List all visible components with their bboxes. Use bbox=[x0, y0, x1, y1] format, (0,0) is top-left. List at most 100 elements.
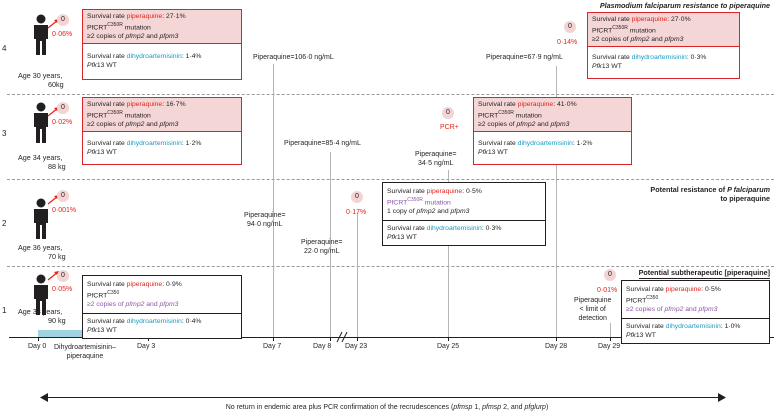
parasitaemia: 0·02% bbox=[52, 119, 73, 126]
dihydroartemisinin-panel: Survival rate dihydroartemisinin: 1·4% P… bbox=[83, 44, 241, 79]
footnote-text: ) bbox=[545, 404, 549, 411]
text: : 27·0% bbox=[667, 16, 691, 23]
day-line-day7 bbox=[273, 64, 274, 337]
susceptibility-box: Survival rate piperaquine: 16·7% PfCRTC3… bbox=[82, 97, 242, 166]
gene-text: pfpm3 bbox=[550, 121, 570, 129]
text: PfCRT bbox=[626, 297, 647, 305]
piperaquine-text: piperaquine bbox=[126, 281, 163, 288]
text: Survival rate bbox=[478, 101, 518, 108]
gene-text: pfmsp bbox=[453, 404, 473, 411]
text: mutation bbox=[122, 24, 151, 32]
gene-text: pfmp2 bbox=[125, 301, 145, 309]
weight-text: 88 kg bbox=[48, 162, 66, 171]
text: mutation bbox=[122, 112, 151, 120]
day-label: Day 8 bbox=[313, 343, 332, 350]
age-text: Age 30 years, bbox=[18, 71, 63, 80]
parasitaemia: 0·001% bbox=[52, 207, 77, 214]
gene-text: Pfk bbox=[626, 332, 636, 340]
dihydroartemisinin-text: dihydroartemisinin bbox=[517, 140, 573, 148]
pip-line: 22·0 ng/mL bbox=[304, 248, 340, 255]
gene-text: Pfk bbox=[592, 63, 602, 71]
mutation-sup: C350 bbox=[646, 295, 659, 301]
axis-tick bbox=[330, 337, 331, 341]
lane-divider bbox=[7, 179, 774, 180]
susceptibility-box: Survival rate piperaquine: 27·1% PfCRTC3… bbox=[82, 9, 242, 81]
piperaquine-level: Piperaquine=85·4 ng/mL bbox=[284, 140, 361, 147]
text: : 27·1% bbox=[162, 13, 186, 20]
label-text: to piperaquine bbox=[720, 194, 770, 203]
person-icon bbox=[34, 14, 48, 55]
day-line-day28 bbox=[556, 66, 557, 337]
lane-number-1: 1 bbox=[2, 306, 7, 315]
copies-text: ≥2 copies of bbox=[626, 306, 665, 314]
day-label: Day 3 bbox=[137, 343, 156, 350]
dihydroartemisinin-text: dihydroartemisinin bbox=[665, 323, 721, 331]
copies-text: ≥2 copies of bbox=[87, 301, 126, 309]
parasite-circle: 0 bbox=[57, 270, 69, 282]
footnote: No return in endemic area plus PCR confi… bbox=[0, 404, 774, 411]
text: Survival rate bbox=[387, 225, 427, 233]
text: PfCRT bbox=[87, 112, 108, 120]
dihydroartemisinin-text: dihydroartemisinin bbox=[631, 54, 687, 62]
recurrence-box: Survival rate piperaquine: 41·0% PfCRTC3… bbox=[473, 97, 632, 166]
text: Survival rate bbox=[387, 188, 427, 195]
parasite-circle: 0 bbox=[604, 269, 616, 281]
recurrence-box: Survival rate piperaquine: 0·5% PfCRTC35… bbox=[621, 280, 770, 345]
parasite-circle: 0 bbox=[351, 191, 363, 203]
parasitaemia: 0·01% bbox=[597, 287, 618, 294]
lane-divider bbox=[7, 266, 774, 267]
mutation-sup: C350R bbox=[498, 110, 514, 116]
text: : 1·4% bbox=[181, 53, 202, 61]
axis-tick bbox=[38, 337, 39, 341]
day-line-day8 bbox=[330, 152, 331, 337]
weight-text: 90 kg bbox=[48, 316, 66, 325]
pip-line: < limit of bbox=[579, 306, 606, 313]
text: 13 WT bbox=[96, 62, 117, 70]
text: and bbox=[144, 33, 160, 41]
piperaquine-level: Piperaquine=22·0 ng/mL bbox=[301, 238, 342, 256]
mutation-sup: C350R bbox=[107, 22, 123, 28]
piperaquine-text: piperaquine bbox=[665, 286, 702, 293]
text: 13 WT bbox=[396, 234, 417, 242]
dihydroartemisinin-panel: Survival rate dihydroartemisinin: 1·0% P… bbox=[622, 319, 769, 343]
dihydroartemisinin-panel: Survival rate dihydroartemisinin: 1·2% P… bbox=[83, 132, 241, 164]
lane-number-2: 2 bbox=[2, 219, 7, 228]
dihydroartemisinin-text: dihydroartemisinin bbox=[126, 140, 182, 148]
day-label: Day 23 bbox=[345, 343, 368, 350]
gene-text: Pfk bbox=[87, 62, 97, 70]
gene-text: pfpm3 bbox=[159, 301, 179, 309]
mutation-sup: C350R bbox=[107, 110, 123, 116]
day-label: Day 0 bbox=[28, 343, 47, 350]
mutation-text: mutation bbox=[422, 199, 451, 207]
pip-line: Piperaquine= bbox=[415, 151, 457, 158]
gene-text: pfmp2 bbox=[516, 121, 536, 129]
axis-tick bbox=[610, 337, 611, 341]
piperaquine-text: piperaquine bbox=[631, 16, 668, 23]
gene-text: Pfk bbox=[87, 149, 97, 157]
gene-text: pfpm3 bbox=[159, 121, 179, 129]
gene-text: pfpm3 bbox=[698, 306, 718, 314]
gene-text: pfglurp bbox=[524, 404, 546, 411]
text: ≥2 copies of bbox=[87, 121, 126, 129]
parasitaemia: 0·06% bbox=[52, 31, 73, 38]
age-text: Age 36 years, bbox=[18, 243, 63, 252]
age-text: Age 34 years, bbox=[18, 153, 63, 162]
text: : 0·5% bbox=[701, 286, 721, 293]
text: PfCRT bbox=[87, 292, 108, 300]
piperaquine-text: piperaquine bbox=[517, 101, 554, 108]
label-text: P falciparum bbox=[727, 185, 770, 194]
piperaquine-panel: Survival rate piperaquine: 0·5% PfCRTC35… bbox=[383, 183, 545, 222]
axis-break-icon bbox=[336, 331, 348, 343]
gene-text: pfmsp bbox=[482, 404, 502, 411]
lane-divider bbox=[7, 94, 774, 95]
piperaquine-text: piperaquine bbox=[426, 188, 463, 195]
text: ≥2 copies of bbox=[592, 36, 631, 44]
treatment-label-line1: Dihydroartemisinin– bbox=[54, 344, 116, 351]
text: 13 WT bbox=[96, 149, 117, 157]
axis-tick bbox=[357, 337, 358, 341]
text: : 1·0% bbox=[720, 323, 741, 331]
gene-text: pfmp2 bbox=[416, 208, 436, 216]
piperaquine-panel: Survival rate piperaquine: 16·7% PfCRTC3… bbox=[83, 98, 241, 133]
recurrence-box: Survival rate piperaquine: 27·0% PfCRTC3… bbox=[587, 12, 740, 80]
